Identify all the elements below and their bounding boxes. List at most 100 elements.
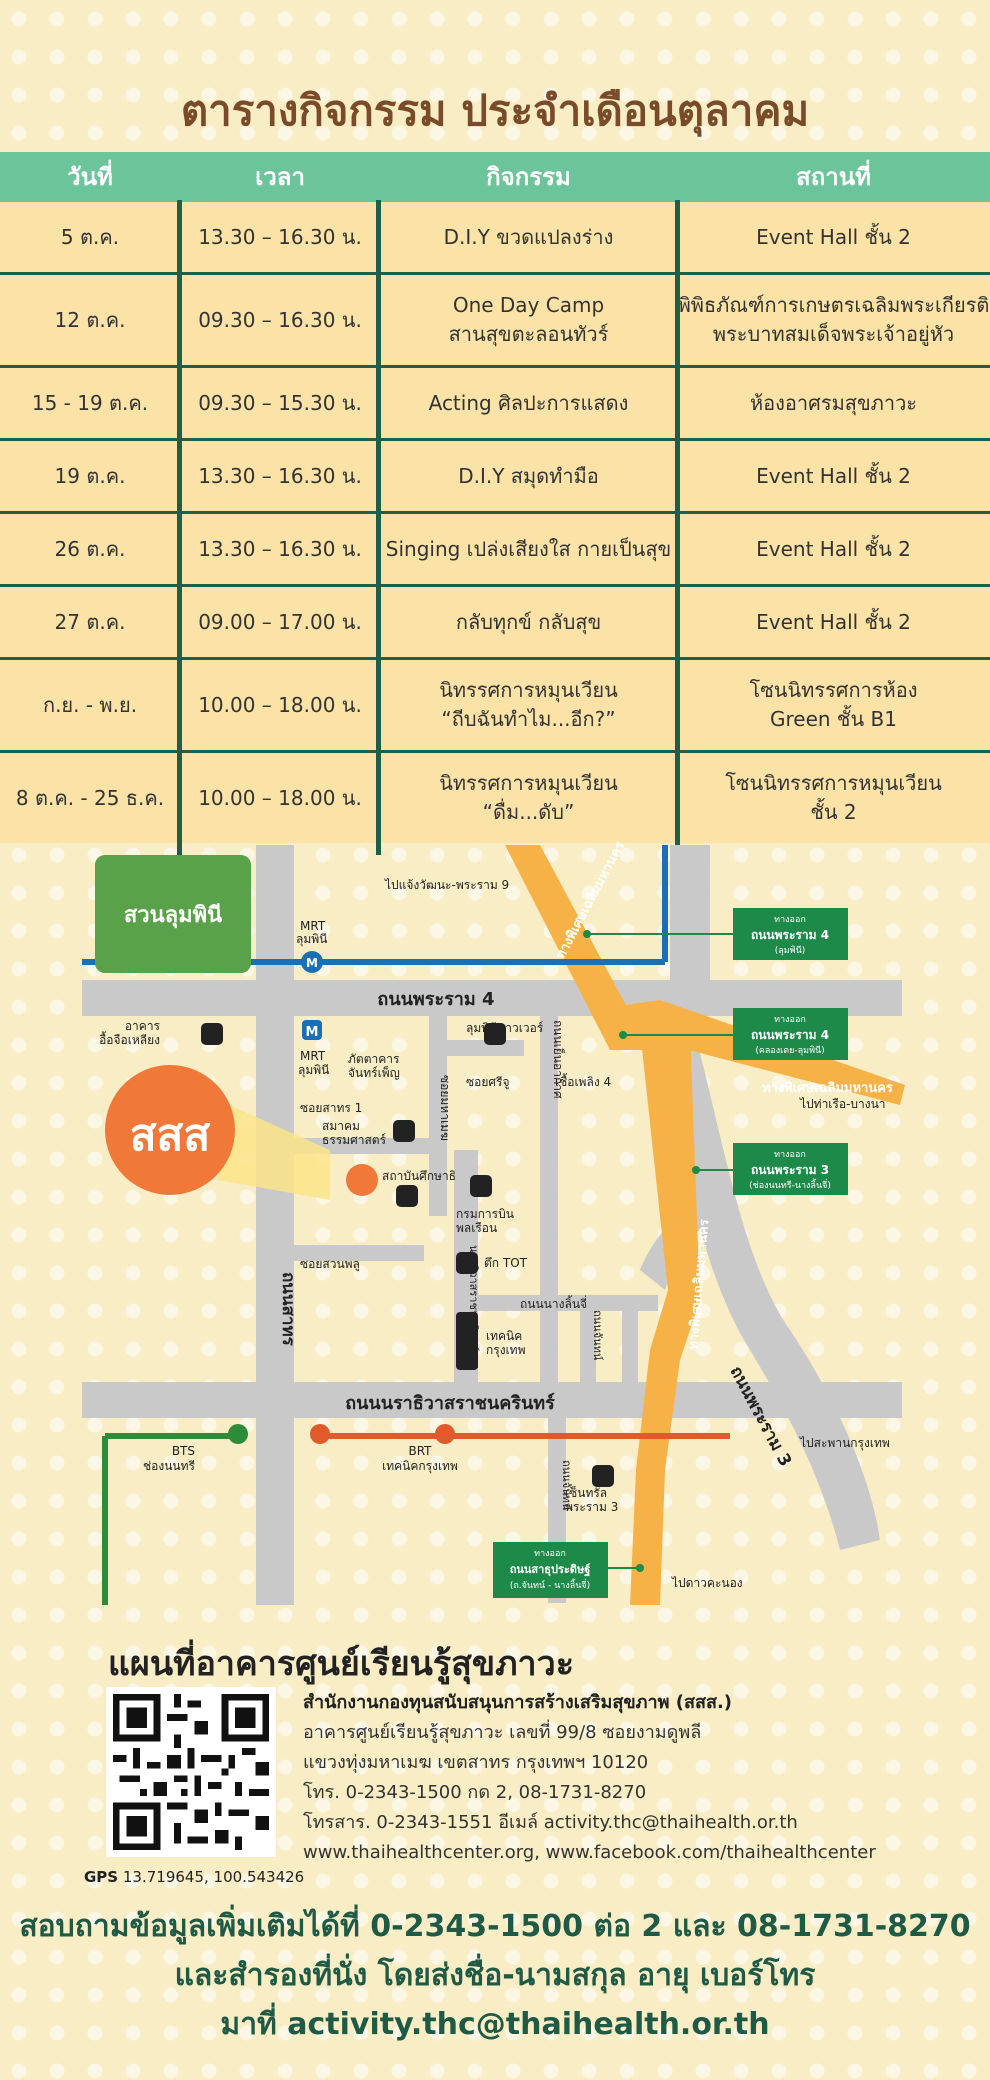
cell-time: 09.30 – 15.30 น.: [198, 390, 362, 415]
exit-label: ทางออก: [534, 1549, 566, 1559]
cell-place-line: Event Hall ชั้น 2: [756, 536, 911, 561]
cell-place: พิพิธภัณฑ์การเกษตรเฉลิมพระเกียรติพระบาทส…: [677, 275, 990, 365]
road-sathupradit: [622, 1295, 638, 1382]
road-chuea-phloeng: [540, 1016, 558, 1382]
label-institute: สถาบันศึกษาธิ: [382, 1169, 456, 1183]
cell-activity-line: One Day Camp: [452, 293, 605, 317]
cell-activity-line: นิทรรศการหมุนเวียน: [439, 678, 618, 702]
exit-box: [733, 1143, 848, 1195]
exit-name: ถนนพระราม 4: [751, 1028, 829, 1042]
cell-date: 15 - 19 ต.ค.: [31, 390, 149, 415]
cell-time: 09.00 – 17.00 น.: [198, 609, 362, 634]
map-title: แผนที่อาคารศูนย์เรียนรู้สุขภาวะ: [108, 1644, 575, 1684]
column-divider: [177, 200, 182, 855]
cell-date: 8 ต.ค. - 25 ธ.ค.: [15, 785, 165, 810]
exit-sub: (ช่องนนทรี-นางลิ้นจี่): [749, 1178, 831, 1191]
cell-place: Event Hall ชั้น 2: [677, 441, 990, 511]
page-title: ตารางกิจกรรม ประจำเดือนตุลาคม: [180, 86, 810, 135]
exit-label: ทางออก: [774, 1015, 806, 1025]
road-soi-sriju: [444, 1040, 524, 1056]
sss-logo-text: สสส: [130, 1110, 211, 1161]
column-divider: [376, 200, 381, 855]
exit-boxes: ทางออก ถนนพระราม 4 (ลุมพินี) ทางออก ถนนพ…: [493, 908, 848, 1598]
reservation-email-line[interactable]: มาที่ activity.thc@thaihealth.or.th: [220, 2007, 770, 2042]
cell-date: ก.ย. - พ.ย.: [42, 692, 138, 717]
column-divider: [675, 200, 680, 855]
exit-sub: (คลองเตย-ลุมพินี): [755, 1045, 824, 1056]
org-name: สำนักงานกองทุนสนับสนุนการสร้างเสริมสุขภา…: [303, 1692, 733, 1713]
qr-code-icon[interactable]: [106, 1687, 276, 1857]
label-central-1: เซ็นทรัล: [565, 1485, 607, 1500]
cell-activity: Acting ศิลปะการแสดง: [380, 368, 677, 438]
road-soi-mahamek: [429, 1016, 447, 1216]
header-activity: กิจกรรม: [486, 163, 571, 191]
label-dept-aviation-1: กรมการบิน: [456, 1207, 514, 1221]
label-bhatdakarn-1: ภัตตาคาร: [348, 1052, 400, 1066]
label-mrt-mid-2: ลุมพินี: [298, 1063, 329, 1078]
phone-line[interactable]: โทร. 0-2343-1500 กด 2, 08-1731-8270: [303, 1782, 647, 1803]
cell-date: 26 ต.ค.: [54, 536, 126, 561]
label-brt-1: BRT: [408, 1444, 432, 1458]
cell-activity: D.I.Y สมุดทำมือ: [380, 441, 677, 511]
road-rama3: [660, 1016, 880, 1550]
label-mrt-top-1: MRT: [300, 919, 326, 933]
label-sathorn-rd: ถนนสาทร: [278, 1272, 298, 1347]
cell-place: Event Hall ชั้น 2: [677, 202, 990, 272]
exit-label: ทางออก: [774, 1150, 806, 1160]
label-mrt-mid-1: MRT: [300, 1049, 326, 1063]
label-samakhom-2: ธรรมศาสตร์: [322, 1133, 387, 1147]
cell-activity-line: D.I.Y สมุดทำมือ: [458, 463, 599, 488]
cell-date: 12 ต.ค.: [54, 307, 126, 332]
exit-box: [733, 908, 848, 960]
exit-box: [493, 1542, 608, 1598]
exit-name: ถนนสาธุประดิษฐ์: [510, 1563, 591, 1577]
address-line: แขวงทุ่งมหาเมฆ เขตสาทร กรุงเทพฯ 10120: [303, 1752, 649, 1773]
website-line[interactable]: www.thaihealthcenter.org, www.facebook.c…: [303, 1842, 876, 1863]
cell-time: 13.30 – 16.30 น.: [198, 463, 362, 488]
table-row: ก.ย. - พ.ย. 10.00 – 18.00 น. นิทรรศการหมุน…: [0, 657, 990, 750]
mrt-icon: [302, 1020, 322, 1040]
cell-activity-line: Singing เปล่งเสียงใส กายเป็นสุข: [385, 536, 672, 561]
cell-activity: นิทรรศการหมุนเวียน“ดื่ม...ดับ”: [380, 753, 677, 843]
gps-coordinates: GPS 13.719645, 100.543426: [84, 1868, 304, 1886]
reservation-line: และสำรองที่นั่ง โดยส่งชื่อ-นามสกุล อายุ …: [174, 1958, 816, 1993]
building-icon: [396, 1185, 418, 1207]
exit-sub: (ลุมพินี): [775, 945, 806, 956]
inquiry-line: สอบถามข้อมูลเพิ่มเติมได้ที่ 0-2343-1500 …: [19, 1909, 971, 1944]
label-central-2: พระราม 3: [565, 1500, 618, 1514]
cell-activity-line: กลับทุกข์ กลับสุข: [455, 609, 602, 634]
location-map: สวนลุมพินี สสส M M ไปแจ้งวัฒนะ-พระราม 9 …: [82, 839, 905, 1605]
label-technic-2: กรุงเทพ: [486, 1343, 526, 1358]
exit-sub: (ถ.จันทน์ - นางลิ้นจี่): [510, 1578, 590, 1591]
label-chan-rd-lower: ถนนจันทน์: [560, 1460, 573, 1511]
brt-icon: [435, 1424, 455, 1444]
label-soi-sathorn1: ซอยสาทร 1: [300, 1101, 362, 1115]
cell-place-line: Event Hall ชั้น 2: [756, 224, 911, 249]
label-technic-1: เทคนิค: [486, 1329, 522, 1343]
label-nang-linchi: ถนนนางลิ้นจี่: [520, 1295, 587, 1311]
label-yen-akat: ถนนเย็นอากาศ: [551, 1020, 566, 1099]
label-bts-1: BTS: [172, 1444, 195, 1458]
cell-date: 5 ต.ค.: [60, 224, 120, 249]
cell-time: 10.00 – 18.00 น.: [198, 692, 362, 717]
cell-place: ห้องอาศรมสุขภาวะ: [677, 368, 990, 438]
cell-place-line: พระบาทสมเด็จพระเจ้าอยู่หัว: [712, 322, 955, 346]
cell-place-line: พิพิธภัณฑ์การเกษตรเฉลิมพระเกียรติ: [677, 293, 990, 317]
label-to-dao-khanong: ไปดาวคะนอง: [671, 1576, 743, 1590]
building-icon: [592, 1465, 614, 1487]
exit-name: ถนนพระราม 4: [751, 928, 829, 942]
exit-label: ทางออก: [774, 915, 806, 925]
label-to-port: ไปท่าเรือ-บางนา: [799, 1097, 886, 1111]
fax-email-line[interactable]: โทรสาร. 0-2343-1551 อีเมล์ activity.thc@…: [303, 1812, 798, 1833]
label-rama4: ถนนพระราม 4: [377, 989, 494, 1010]
bts-icon: [228, 1424, 248, 1444]
building-icon: [456, 1252, 478, 1274]
label-to-rama9: ไปแจ้งวัฒนะ-พระราม 9: [384, 878, 509, 892]
sss-location-icon: [346, 1164, 378, 1196]
cell-place: โซนนิทรรศการหมุนเวียนชั้น 2: [677, 753, 990, 843]
mrt-icon: [301, 951, 323, 973]
